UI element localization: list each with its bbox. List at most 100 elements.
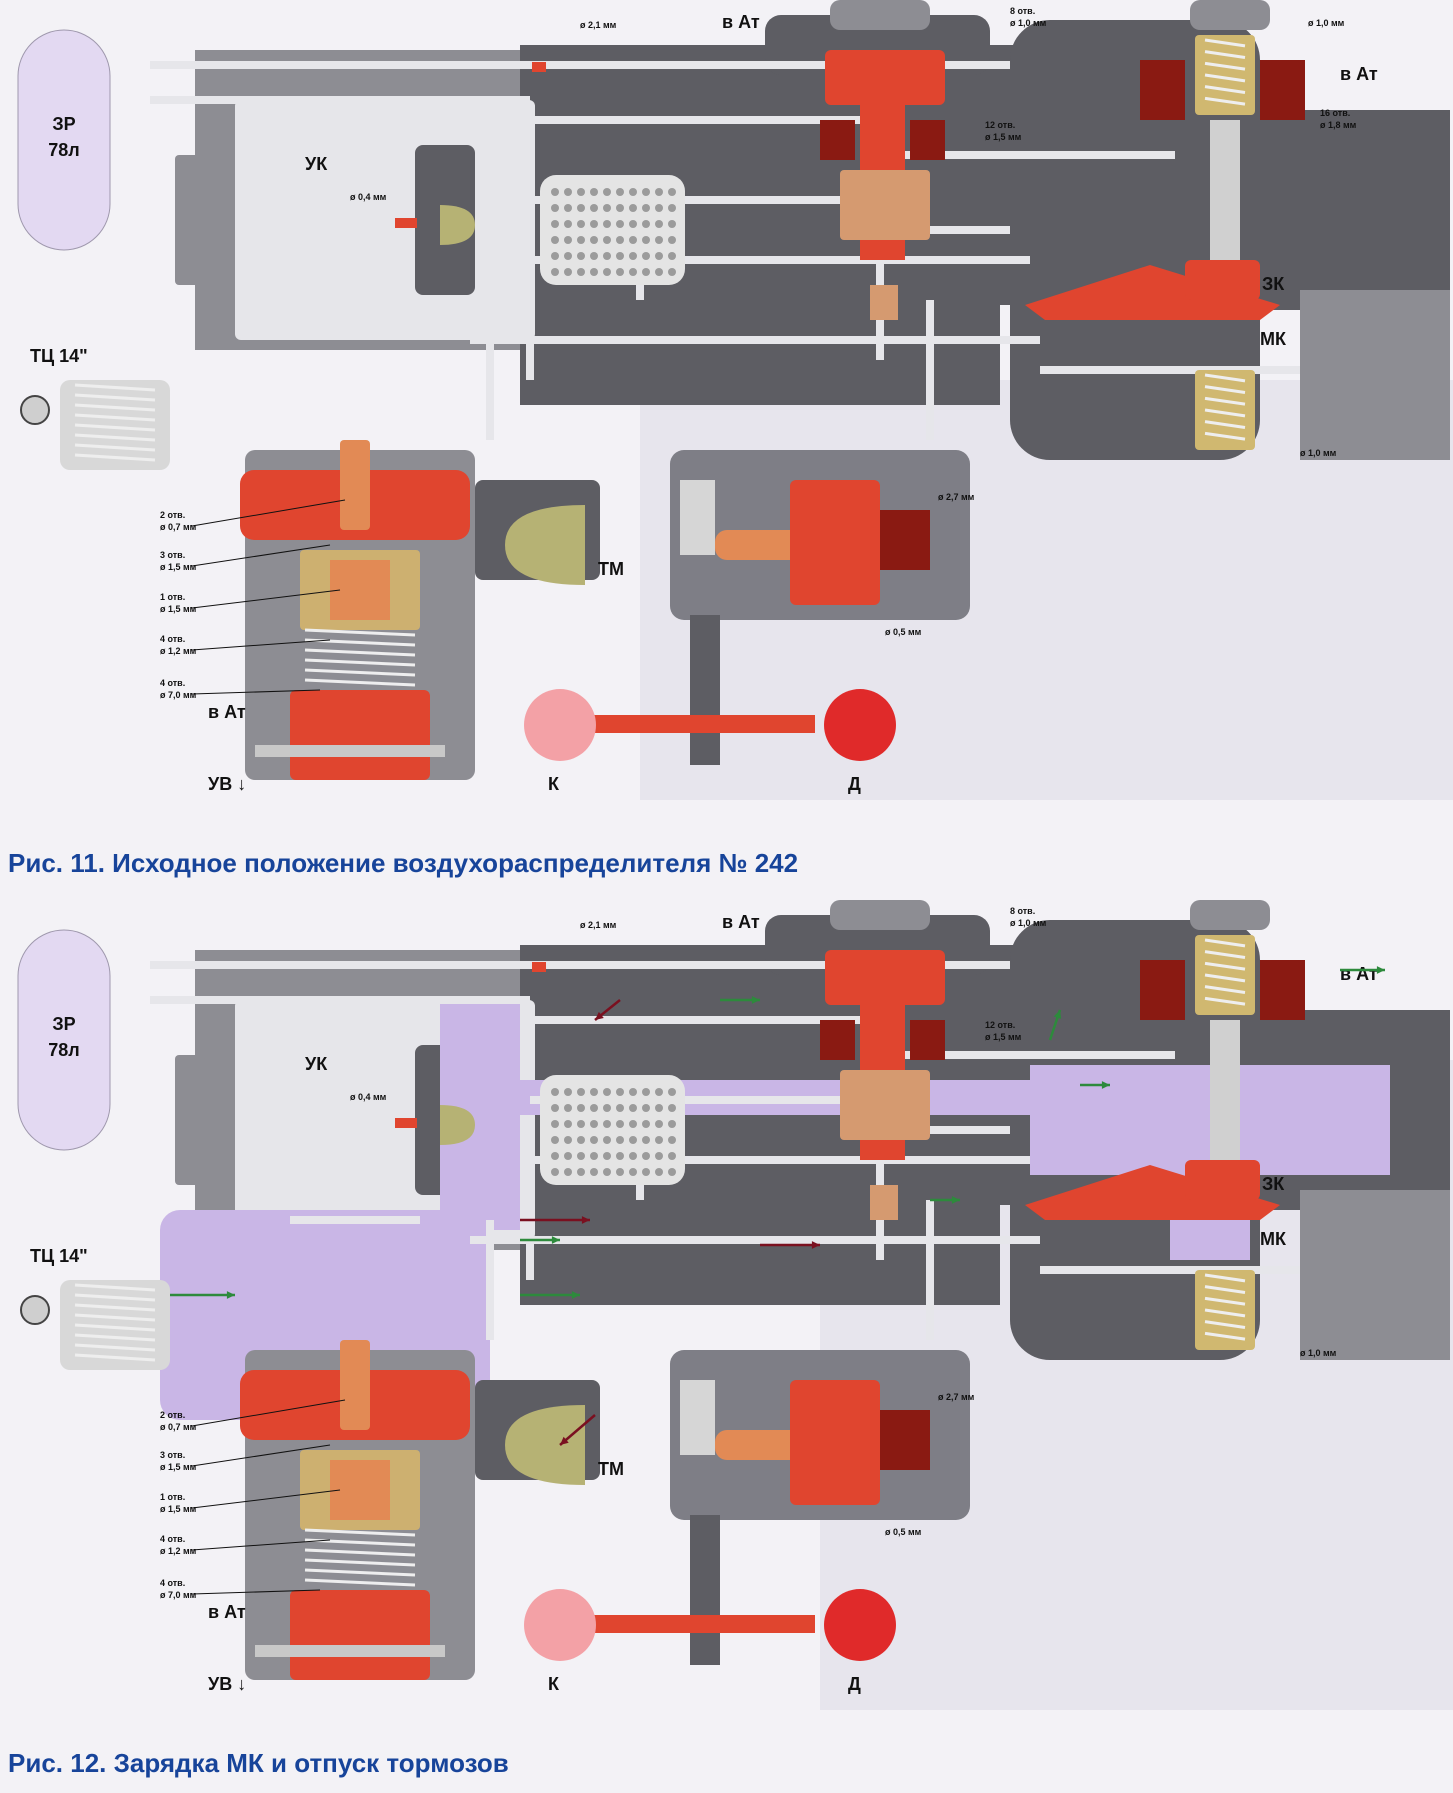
spring-coil <box>74 403 156 412</box>
zk-valve-head <box>1185 1160 1260 1200</box>
tm-label: ТМ <box>598 559 624 579</box>
dimension-leader <box>191 689 321 695</box>
filter-hole <box>642 252 650 260</box>
spring-coil <box>74 1293 156 1302</box>
lower-valve-bolt <box>255 745 445 757</box>
filter-hole <box>616 1088 624 1096</box>
middle-lever-post <box>690 615 720 765</box>
dimension-note-mk_d10: ø 1,0 мм <box>1300 1348 1337 1358</box>
zk-label: ЗК <box>1262 1174 1285 1194</box>
dimension-note-top_holes_d: ø 1,0 мм <box>1010 918 1047 928</box>
zk-seal-left <box>1140 960 1185 1020</box>
dimension-note-l5b: ø 7,0 мм <box>160 690 197 700</box>
dimension-leader <box>191 1399 346 1427</box>
filter-hole <box>551 252 559 260</box>
choke-d21 <box>532 962 546 972</box>
dimension-note-top_holes: 8 отв. <box>1010 906 1035 916</box>
air-flow-arrow-green <box>1048 1009 1062 1041</box>
tm-bulb <box>505 505 585 585</box>
dimension-note-d27: ø 2,7 мм <box>938 1392 975 1402</box>
spring-coil <box>74 393 156 402</box>
arrow-head <box>951 1196 960 1204</box>
spring-coil <box>304 658 416 667</box>
filter-hole <box>668 220 676 228</box>
reservoir-zr <box>17 929 111 1151</box>
spring-coil <box>1204 1331 1246 1341</box>
filter-hole <box>655 1104 663 1112</box>
filter-hole <box>551 1168 559 1176</box>
mk-lower-spring-housing <box>1195 370 1255 450</box>
handle-rod <box>565 1615 815 1633</box>
arrow-head <box>1101 1081 1110 1089</box>
reservoir-label: ЗР <box>52 1014 75 1034</box>
dimension-leader <box>191 1444 331 1467</box>
brake-cylinder-label: ТЦ 14" <box>30 346 88 366</box>
filter-hole <box>564 1088 572 1096</box>
middle-valve-right <box>880 1410 930 1470</box>
to-atmosphere-top: в Ат <box>722 12 760 32</box>
filter-hole <box>564 236 572 244</box>
filter-hole <box>668 236 676 244</box>
spring-coil <box>1204 420 1246 429</box>
lower-valve-spring <box>304 1528 416 1587</box>
filter-hole <box>668 1120 676 1128</box>
filter-hole <box>616 1104 624 1112</box>
filter-hole <box>590 252 598 260</box>
to-atmosphere-top: в Ат <box>722 912 760 932</box>
filter-hole <box>655 188 663 196</box>
spring-coil <box>304 1548 416 1557</box>
filter-mesh <box>551 1088 676 1176</box>
dimension-note-h12: 12 отв. <box>985 1020 1015 1030</box>
filter-cylinder <box>540 175 685 285</box>
filter-hole <box>616 1136 624 1144</box>
mk-label: МК <box>1260 1229 1287 1249</box>
spring-coil <box>1204 1285 1246 1294</box>
spring-coil <box>74 1343 156 1352</box>
zk-rod <box>1210 1020 1240 1170</box>
top-right-knob <box>1190 0 1270 30</box>
spring-coil <box>304 648 416 657</box>
spring-coil <box>1204 1296 1246 1306</box>
uv-exhaust-label: УВ ↓ <box>208 774 246 794</box>
filter-hole <box>603 1168 611 1176</box>
filter-hole <box>629 1168 637 1176</box>
filter-hole <box>603 1088 611 1096</box>
air-flow-arrow-red <box>559 1414 596 1446</box>
dimension-note-l1b: ø 0,7 мм <box>160 1422 197 1432</box>
filter-hole <box>668 1104 676 1112</box>
dimension-note-l5b: ø 7,0 мм <box>160 1590 197 1600</box>
spring-coil <box>1204 996 1246 1006</box>
dimension-note-d21: ø 2,1 мм <box>580 920 617 930</box>
reservoir-label: ЗР <box>52 114 75 134</box>
dimension-note-h16_d: ø 1,8 мм <box>1320 120 1357 130</box>
filter-hole <box>564 1120 572 1128</box>
zk-rod <box>1210 120 1240 270</box>
dimension-note-l5a: 4 отв. <box>160 678 185 688</box>
top-center-knob <box>830 900 930 930</box>
filter-hole <box>564 220 572 228</box>
filter-hole <box>564 204 572 212</box>
handle-knob-d <box>824 1589 896 1661</box>
filter-hole <box>577 1168 585 1176</box>
to-atmosphere-right: в Ат <box>1340 64 1378 84</box>
dimension-note-h12_d: ø 1,5 мм <box>985 1032 1022 1042</box>
filter-hole <box>603 1152 611 1160</box>
spring-coil <box>74 1313 156 1322</box>
spring-coil <box>74 1303 156 1312</box>
filter-hole <box>616 220 624 228</box>
spring-coil <box>74 1333 156 1342</box>
air-flow-arrow-green <box>1340 966 1385 974</box>
filter-hole <box>655 1152 663 1160</box>
filter-hole <box>564 1104 572 1112</box>
filter-hole <box>564 188 572 196</box>
filter-hole <box>590 1104 598 1112</box>
brake-cylinder-spring <box>74 383 156 462</box>
spring-coil <box>74 1283 156 1292</box>
mk-lower-spring <box>1204 1273 1246 1341</box>
filter-hole <box>577 204 585 212</box>
filter-hole <box>629 1104 637 1112</box>
zk-seal-right <box>1260 60 1305 120</box>
dimension-note-l3a: 1 отв. <box>160 592 185 602</box>
handle-knob-k <box>524 1589 596 1661</box>
